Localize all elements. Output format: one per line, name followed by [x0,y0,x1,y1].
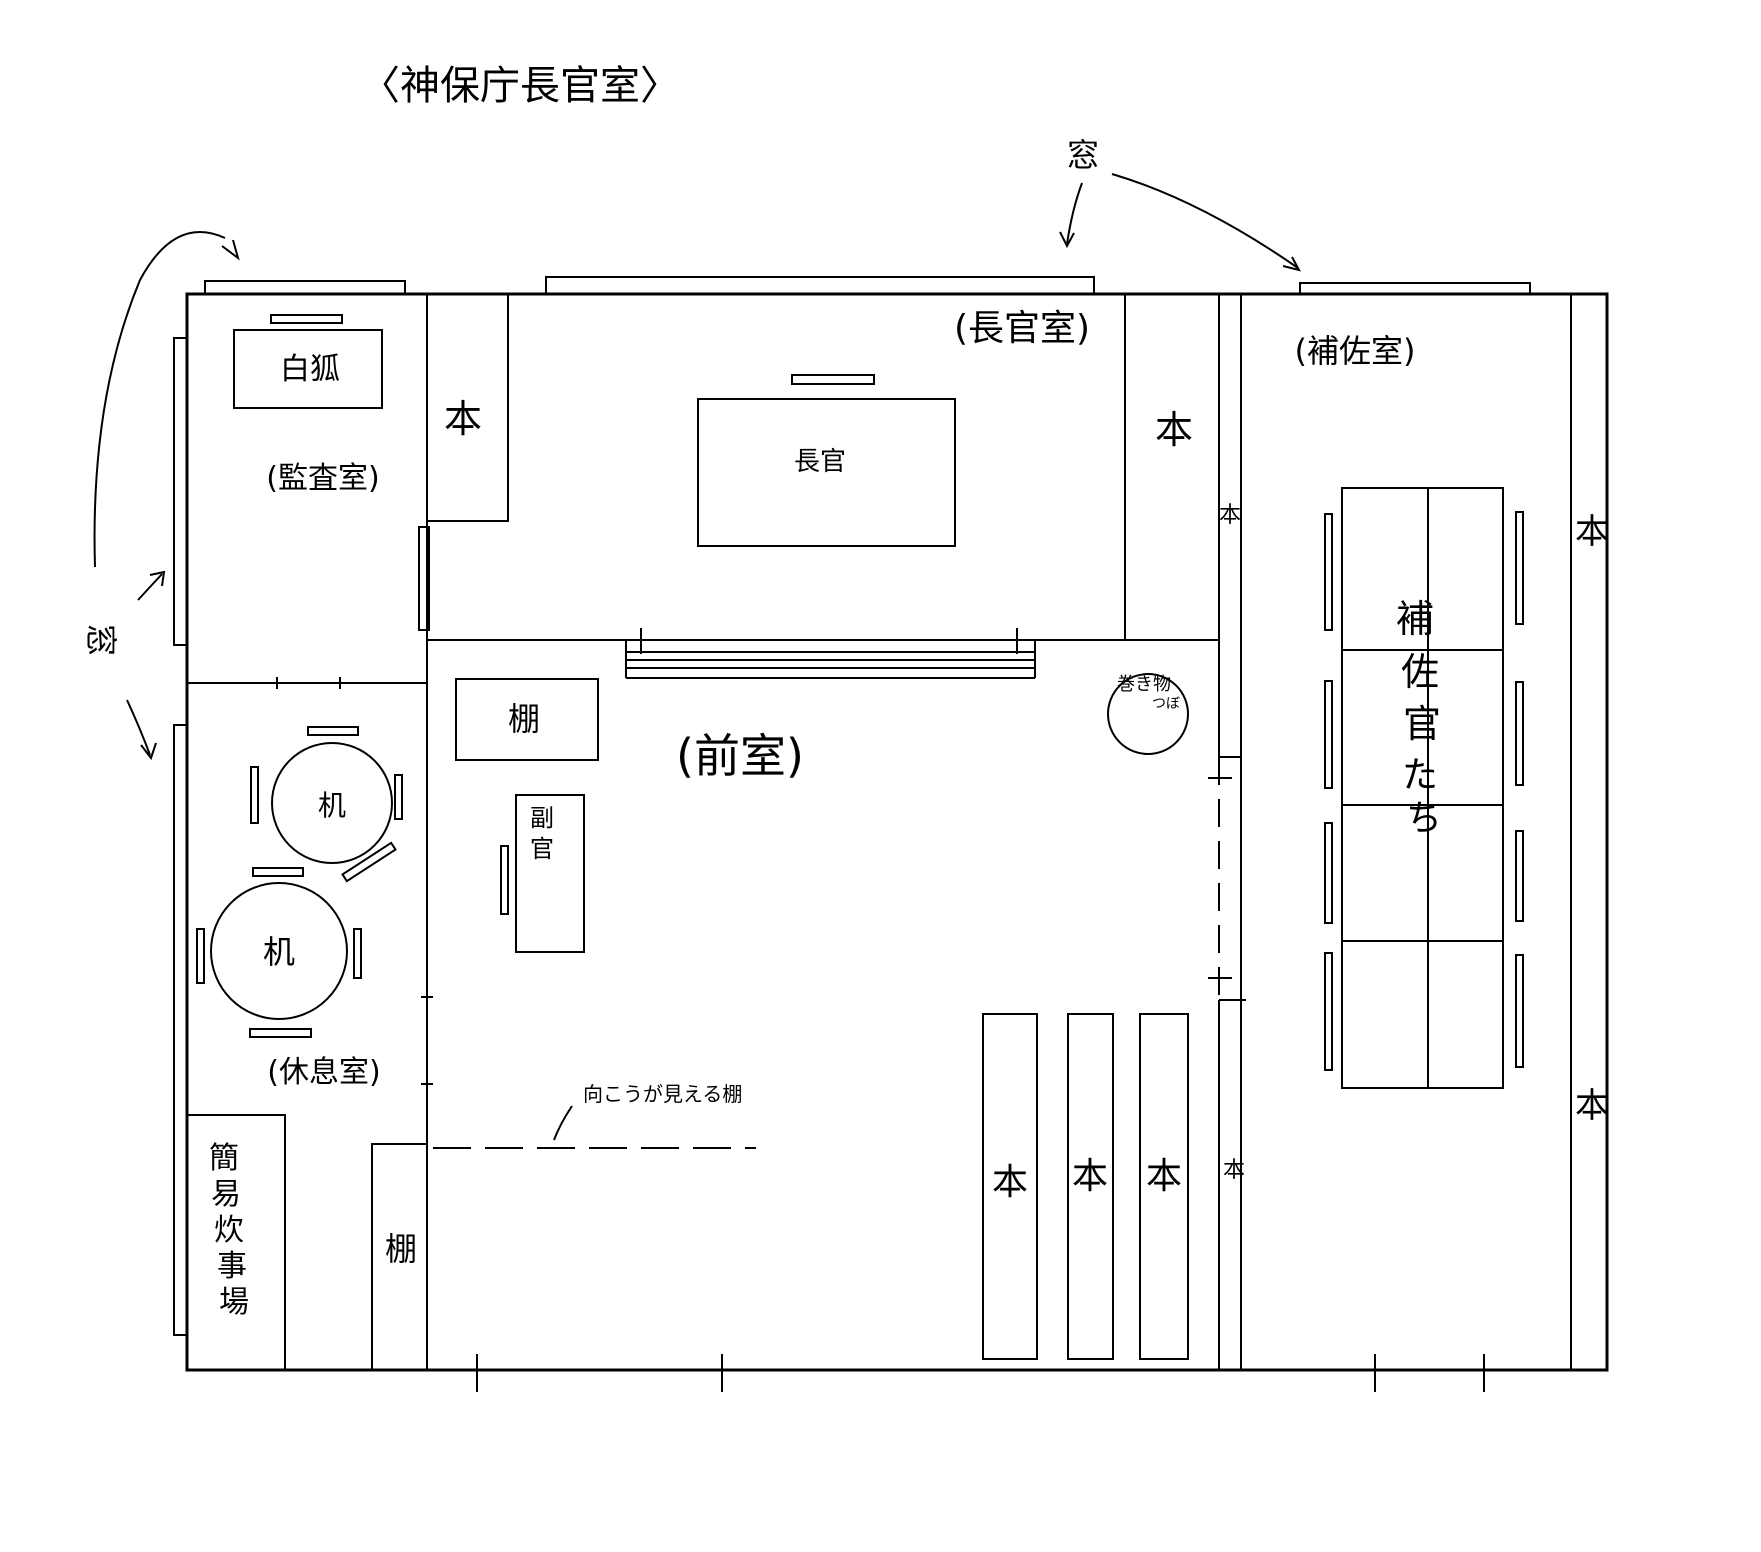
desk-chief-label: 長官 [794,447,846,477]
bookshelf-front-1-label: 本 [992,1162,1028,1203]
bookshelf-front-2-label: 本 [1072,1156,1108,1197]
window-left-lower [173,724,188,1336]
assistants-label-2: 佐 [1401,650,1439,694]
bookshelf-chief-left-label: 本 [444,397,482,441]
wall-book-lower-label: 本 [1223,1158,1245,1183]
arrow-window-top [1059,173,1301,272]
chair-assist-r4 [1515,954,1524,1068]
wall-book-assistant-upper-label: 本 [1575,512,1609,552]
assistants-label-4: た [1402,755,1438,796]
desk-deputy-label-2: 官 [530,835,554,863]
bookshelf-front-2 [1067,1013,1114,1360]
window-top-left [204,280,406,295]
assistants-label-3: 官 [1403,702,1441,746]
window-top-center [545,276,1095,295]
chair-upper-diag [341,841,397,883]
kitchen-label-1: 簡 [209,1141,239,1176]
kitchen-label-5: 場 [219,1285,249,1320]
chair-assist-l4 [1324,952,1333,1071]
bookshelf-chief-left [426,293,509,522]
assistants-label-5: ち [1406,798,1442,839]
room-label-audit: (監査室) [266,461,379,496]
chair-assist-r2 [1515,681,1524,786]
room-label-chief: (長官室) [954,308,1090,349]
wall-book-upper-label: 本 [1219,503,1241,528]
bookshelf-chief-right [1124,293,1220,641]
chair-lower-bottom [249,1028,312,1038]
chair-assist-r3 [1515,830,1524,922]
door-audit-chief [418,526,430,631]
desk-chief [697,398,956,547]
chair-upper-left [250,766,259,824]
kitchen-label-2: 易 [211,1177,241,1212]
shelf-front [455,678,599,761]
table-upper-label: 机 [318,789,346,822]
window-top-right [1299,282,1531,295]
chair-assist-l2 [1324,680,1333,789]
scroll-pot [1107,673,1189,755]
desk-deputy-label-1: 副 [530,804,554,832]
chair-lower-top [252,867,304,877]
bookshelf-front-3-label: 本 [1146,1156,1182,1197]
window-label-left: 窓 [82,624,120,656]
desk-deputy [515,794,585,953]
kitchen-label-4: 事 [217,1249,247,1284]
table-upper [271,742,393,864]
chair-upper-top [307,726,359,736]
plan-title: 〈神保庁長官室〉 [360,63,680,109]
window-label-top: 窓 [1067,136,1099,174]
room-label-rest: (休息室) [267,1055,380,1090]
chair-shirogitsune [270,314,343,324]
window-left-upper [173,337,188,646]
desk-shirogitsune-label: 白狐 [280,352,340,387]
room-label-assistant: (補佐室) [1295,332,1416,370]
kitchen [186,1114,286,1371]
desk-assistants [1341,487,1504,1089]
chair-assist-r1 [1515,511,1524,625]
chair-lower-right [353,928,362,979]
scroll-pot-label-2: つぼ [1152,696,1180,712]
arrow-window-left [93,231,240,761]
shelf-front-label: 棚 [508,700,540,738]
chair-upper-right [394,774,403,820]
chair-lower-left [196,928,205,984]
chair-assist-l3 [1324,822,1333,924]
desk-shirogitsune [233,329,383,409]
room-label-front: (前室) [676,729,804,783]
chair-chief [791,374,875,385]
bookshelf-chief-right-label: 本 [1155,408,1193,452]
bookshelf-front-1 [982,1013,1038,1360]
bookshelf-front-3 [1139,1013,1189,1360]
outer-wall [185,292,1609,1372]
scroll-pot-label-1: 巻き物 [1117,674,1171,695]
wall-book-assistant-lower-label: 本 [1575,1086,1609,1126]
table-lower [210,882,348,1020]
chair-assist-l1 [1324,513,1333,631]
see-through-shelf-label: 向こうが見える棚 [583,1082,742,1106]
chief-entrance-sliding [625,628,1036,679]
kitchen-label-3: 炊 [214,1213,244,1248]
shelf-rest [371,1143,428,1371]
chair-deputy [500,845,509,915]
see-through-shelf-pointer [553,1105,573,1141]
table-lower-label: 机 [263,933,295,971]
assistants-label-1: 補 [1396,597,1434,641]
shelf-rest-label: 棚 [385,1230,417,1268]
